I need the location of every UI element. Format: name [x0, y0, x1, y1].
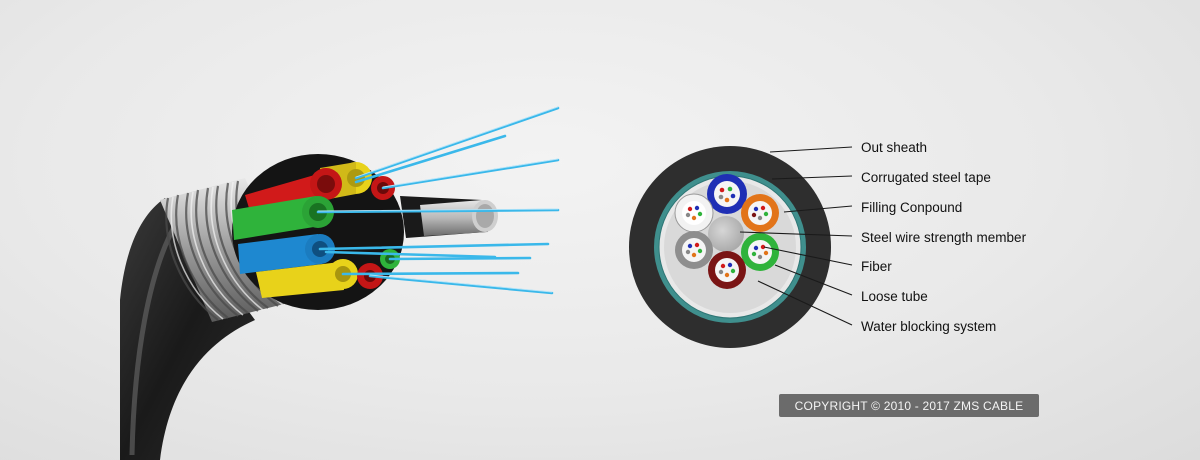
label-corrugated-steel-tape: Corrugated steel tape — [861, 170, 991, 185]
label-out-sheath: Out sheath — [861, 140, 927, 155]
label-water-blocking-system: Water blocking system — [861, 319, 996, 334]
tube-green-section — [741, 233, 779, 271]
leader-out-sheath — [769, 146, 853, 153]
label-steel-wire-strength-member: Steel wire strength member — [861, 230, 1027, 245]
outer-jacket — [120, 198, 255, 460]
steel-strength-rod — [400, 196, 498, 238]
leader-corrugated-steel-tape — [771, 175, 853, 180]
leader-steel-wire — [739, 231, 853, 237]
leader-fiber — [763, 246, 853, 266]
tube-white-section — [674, 193, 714, 233]
callout-labels: Out sheath Corrugated steel tape Filling… — [861, 140, 1027, 334]
central-strength-member — [708, 216, 744, 252]
tube-yellow-bottom — [256, 262, 344, 298]
jacket-highlight — [129, 218, 181, 456]
tube-brown-section — [708, 251, 746, 289]
leader-loose-tube — [774, 264, 853, 296]
tube-blue — [238, 234, 322, 274]
tube-gray-section — [675, 231, 713, 269]
leader-filling-compound — [783, 205, 853, 213]
cable-photo — [120, 106, 560, 460]
tube-orange-section — [741, 194, 779, 232]
copyright-text: COPYRIGHT © 2010 - 2017 ZMS CABLE — [794, 398, 1024, 413]
copyright-badge: COPYRIGHT © 2010 - 2017 ZMS CABLE — [779, 394, 1039, 417]
tube-green — [232, 196, 320, 240]
label-loose-tube: Loose tube — [861, 289, 928, 304]
optical-fibers — [316, 106, 560, 295]
tube-blue-section — [707, 174, 747, 214]
leader-lines — [739, 146, 853, 326]
label-filling-compound: Filling Conpound — [861, 200, 962, 215]
leader-water-blocking — [757, 280, 853, 326]
cross-section-diagram: Out sheath Corrugated steel tape Filling… — [629, 140, 1027, 348]
label-fiber: Fiber — [861, 259, 892, 274]
